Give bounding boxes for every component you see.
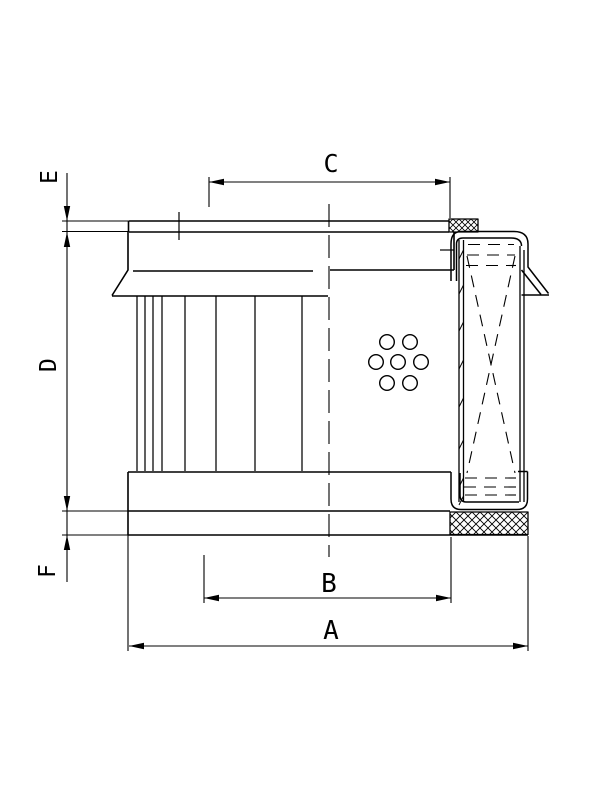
dim-label-e: E (37, 170, 63, 184)
arrow-A-right (513, 642, 528, 650)
dim-label-f: F (35, 564, 61, 578)
element-side-view (448, 218, 550, 536)
top-cap-neck (111, 232, 129, 296)
dimension-lines (62, 173, 529, 651)
arrow-D-down (63, 496, 71, 511)
inner-wall-sectioned (458, 240, 465, 502)
arrow-B-left (204, 594, 219, 602)
dimension-labels: C B A E D F (35, 149, 339, 646)
pleat-lines (136, 296, 303, 471)
dim-label-a: A (323, 616, 339, 646)
wall-hatch-ticks (458, 249, 464, 506)
arrow-A-left (129, 642, 144, 650)
element-section-view (111, 212, 528, 536)
bottom-gasket-seal (449, 511, 529, 536)
dim-label-d: D (36, 358, 62, 372)
hidden-detail-dashed (464, 243, 517, 496)
top-cap-right (450, 230, 550, 296)
top-end-plate (127, 220, 449, 233)
arrow-C-left (209, 178, 224, 186)
bottom-end-plate (127, 471, 451, 535)
perforation-holes (368, 334, 430, 392)
arrow-D-up (63, 232, 71, 247)
arrow-C-right (435, 178, 450, 186)
dimension-arrowheads (63, 178, 528, 650)
dashed-cross-2 (466, 255, 516, 474)
top-gasket-seal (448, 218, 479, 233)
bottom-cup (450, 470, 529, 511)
outer-wall (519, 246, 525, 502)
arrow-B-right (436, 594, 451, 602)
dim-label-b: B (321, 569, 337, 599)
arrow-F-up (63, 535, 71, 550)
dim-label-c: C (323, 149, 338, 178)
element-walls (458, 240, 525, 502)
arrow-E-down (63, 206, 71, 221)
